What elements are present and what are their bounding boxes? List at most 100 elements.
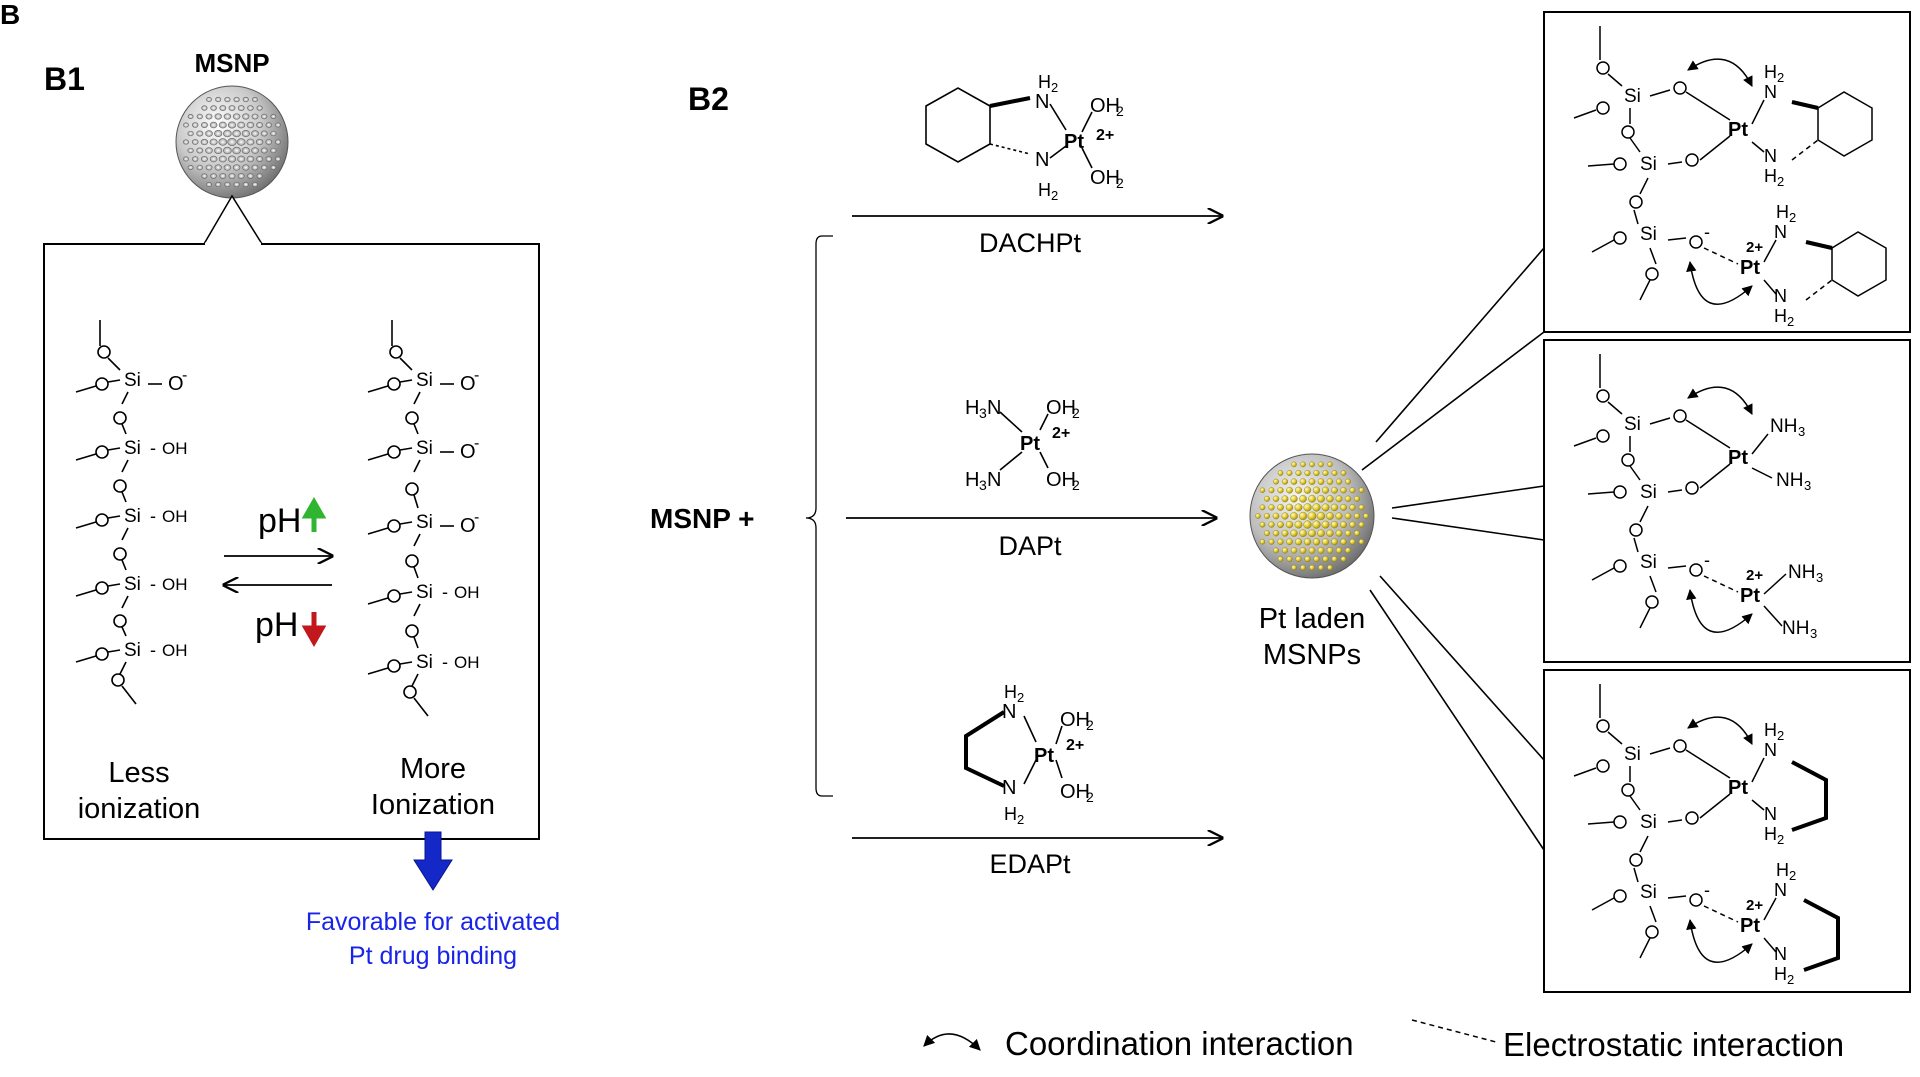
svg-text:O: O <box>168 373 184 395</box>
svg-text:-: - <box>150 574 156 594</box>
msnp-plus-label: MSNP + <box>650 503 755 534</box>
legend: Coordination interaction Electrostatic i… <box>923 1019 1844 1063</box>
svg-text:NH: NH <box>1782 618 1809 639</box>
svg-text:2: 2 <box>1787 972 1794 987</box>
svg-text:H: H <box>1764 166 1777 186</box>
ph-down-label: pH <box>255 606 298 644</box>
svg-text:Si: Si <box>1640 482 1657 503</box>
svg-text:2: 2 <box>1787 314 1794 329</box>
legend-electrostatic: Electrostatic interaction <box>1503 1026 1844 1063</box>
svg-text:3: 3 <box>1816 570 1823 585</box>
svg-text:N: N <box>987 397 1001 419</box>
svg-text:NH: NH <box>1788 562 1815 583</box>
svg-text:Pt: Pt <box>1728 119 1748 141</box>
b1-label: B1 <box>44 61 85 97</box>
msnp-sphere-label: MSNP <box>194 48 269 78</box>
svg-text:H: H <box>1764 62 1777 82</box>
svg-text:Si: Si <box>1640 812 1657 833</box>
svg-text:N: N <box>1764 146 1777 166</box>
svg-text:2: 2 <box>1051 188 1058 203</box>
svg-text:Pt: Pt <box>1740 915 1760 937</box>
svg-text:N: N <box>1035 149 1049 171</box>
svg-text:OH: OH <box>1090 167 1120 189</box>
ph-up-label: pH <box>258 502 301 540</box>
svg-text:NH: NH <box>1776 470 1803 491</box>
svg-text:2: 2 <box>1072 405 1080 421</box>
svg-text:OH: OH <box>1060 781 1090 803</box>
svg-text:N: N <box>1774 944 1787 964</box>
svg-text:-: - <box>182 367 187 384</box>
panel-letter: B <box>0 0 20 30</box>
svg-text:H: H <box>1776 202 1789 222</box>
svg-text:OH: OH <box>162 641 188 660</box>
b2-label: B2 <box>688 81 729 117</box>
svg-text:OH: OH <box>1090 95 1120 117</box>
svg-text:2: 2 <box>1789 210 1796 225</box>
svg-text:2: 2 <box>1017 690 1024 705</box>
svg-text:3: 3 <box>1804 478 1811 493</box>
pt-laden-label-line1: Pt laden <box>1259 603 1365 635</box>
svg-text:Pt: Pt <box>1728 447 1748 469</box>
svg-text:Si: Si <box>1640 224 1657 245</box>
svg-text:N: N <box>1764 82 1777 102</box>
svg-text:Si: Si <box>124 506 141 527</box>
svg-text:N: N <box>1774 880 1787 900</box>
svg-text:2: 2 <box>1086 789 1094 805</box>
svg-text:H: H <box>1038 180 1051 200</box>
favorable-note-line2: Pt drug binding <box>349 942 517 970</box>
edapt-structure <box>964 710 1063 788</box>
svg-text:NH: NH <box>1770 416 1797 437</box>
svg-text:Si: Si <box>124 370 141 391</box>
svg-text:Si: Si <box>124 438 141 459</box>
svg-text:Si: Si <box>1624 86 1641 107</box>
coordination-legend-icon <box>923 1033 981 1051</box>
svg-text:-: - <box>1704 550 1710 570</box>
legend-coordination: Coordination interaction <box>1005 1025 1354 1062</box>
svg-text:N: N <box>987 469 1001 491</box>
svg-text:H: H <box>1774 964 1787 984</box>
drug-name-edapt: EDAPt <box>989 849 1071 879</box>
more-label: More <box>400 753 466 785</box>
svg-text:N: N <box>1035 91 1049 113</box>
svg-text:N: N <box>1764 804 1777 824</box>
svg-text:OH: OH <box>1046 469 1076 491</box>
svg-text:Si: Si <box>416 652 433 673</box>
svg-text:OH: OH <box>454 653 480 672</box>
svg-text:2: 2 <box>1777 728 1784 743</box>
favorable-note-line1: Favorable for activated <box>306 908 560 936</box>
svg-text:2+: 2+ <box>1746 897 1763 914</box>
svg-text:Si: Si <box>124 574 141 595</box>
svg-text:H: H <box>965 397 979 419</box>
svg-text:N: N <box>1764 740 1777 760</box>
zoom-lines <box>1361 247 1545 851</box>
svg-text:O: O <box>460 441 476 463</box>
electrostatic-legend-icon <box>1411 1019 1497 1043</box>
svg-text:2: 2 <box>1017 812 1024 827</box>
blue-down-arrow-icon <box>413 831 453 891</box>
svg-text:Si: Si <box>1624 414 1641 435</box>
svg-text:H: H <box>1004 804 1017 824</box>
svg-text:2: 2 <box>1789 868 1796 883</box>
reactant-brace <box>805 235 833 797</box>
svg-text:H: H <box>1774 306 1787 326</box>
ionization-label-right: Ionization <box>371 789 495 821</box>
svg-text:Pt: Pt <box>1740 257 1760 279</box>
svg-text:2+: 2+ <box>1746 239 1763 256</box>
ph-down-icon <box>301 612 327 648</box>
svg-text:Pt: Pt <box>1728 777 1748 799</box>
svg-text:OH: OH <box>454 583 480 602</box>
svg-text:2: 2 <box>1086 717 1094 733</box>
svg-text:-: - <box>442 652 448 672</box>
svg-text:Si: Si <box>416 582 433 603</box>
svg-text:2: 2 <box>1777 832 1784 847</box>
svg-text:2+: 2+ <box>1052 425 1070 442</box>
svg-text:2+: 2+ <box>1066 737 1084 754</box>
svg-text:O: O <box>460 373 476 395</box>
svg-text:H: H <box>1764 824 1777 844</box>
svg-text:N: N <box>1002 701 1016 723</box>
